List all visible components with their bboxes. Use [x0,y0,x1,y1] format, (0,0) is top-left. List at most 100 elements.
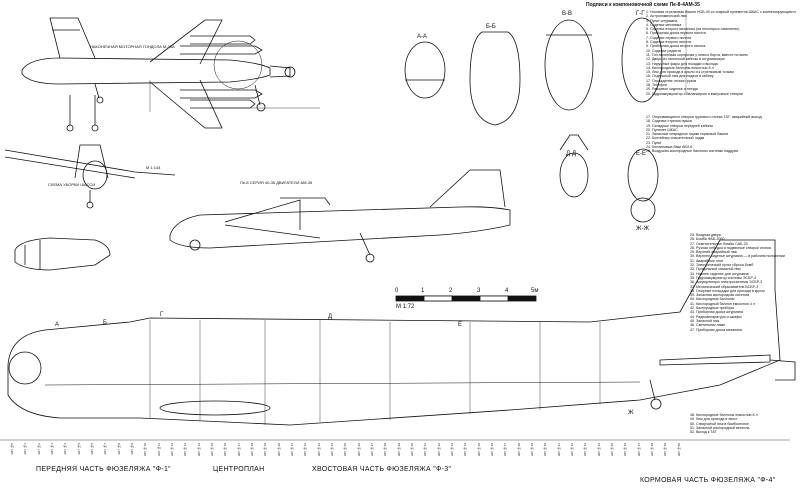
frame-number: ШП №23 [316,443,321,457]
section-label-bb: Б-Б [486,24,496,30]
legend-item: 20. Гидроаккумулятор с балансиром и выпу… [646,91,743,96]
frame-number: ШП №44 [596,443,601,457]
legend-item: 42. Кислородные приборы [690,306,735,311]
section-caption-f4: КОРМОВАЯ ЧАСТЬ ФЮЗЕЛЯЖА "Ф-4" [640,477,776,484]
legend-item: 19. Складные створки передней кабины [646,123,714,128]
frame-number: ШП №2 [36,443,41,455]
legend-item: 27. Осветительные бомбы САБ-25 [690,241,748,246]
frame-number: ШП №36 [490,443,494,457]
legend-item: 19. Ранцевое сиденье и гнезда [646,87,698,92]
section-label-zhzh: Ж-Ж [636,226,650,232]
frame-number: ШП №32 [436,443,441,457]
legend-item: 16. Отдельный люк для подачи в кабину [646,74,714,79]
legend-item: 14. Кислородные баллоны емкостью 8 л [646,65,714,70]
cut-letter-g: Г [160,312,164,318]
frame-number: ШП №19 [263,443,268,457]
scale-tick-2: 2 [449,288,453,294]
frame-number: ШП №28 [383,443,388,457]
scale-label-small: М 1:144 [146,165,161,170]
frame-number: ШП №49 [663,443,668,457]
frame-number: ШП №30 [410,443,414,457]
cut-letter-e: Е [458,322,463,328]
frame-number: ШП №42 [570,443,574,457]
front-view-caption: СХЕМА УБОРКИ ШАССИ [48,182,96,187]
legend-title: Подписи к компоновочной схеме Пе-8-4АМ-3… [586,2,700,8]
section-caption-centerplane: ЦЕНТРОПЛАН [213,466,265,473]
main-scale-label: М 1:72 [396,304,415,310]
legend-item: 17. Ограждение отсека грузов [646,78,697,83]
legend-item: 38. Опорные площадки для прохода в крыло [690,288,766,293]
frame-number: ШП №25 [343,443,348,457]
frame-number: ШП №7 [103,443,108,455]
side-view-note: Пе-8 СЕРИЯ 40-35 ДВИГАТЕЛИ АМ-35 [240,180,313,185]
legend-group-1: 1. Носовая стрелковая башня НОБ-40 со сп… [646,10,796,96]
section-caption-f3: ХВОСТОВАЯ ЧАСТЬ ФЮЗЕЛЯЖА "Ф-3" [312,466,452,473]
legend-item: 52. Выход к ТАТ [690,430,717,435]
legend-item: 50. Створчатый люк в бомбоотсеке [690,421,749,426]
frame-number: ШП №11 [156,443,161,456]
legend-item: 41. Кислородный баллон емкостью 4 л [690,301,755,306]
scale-tick-4: 4 [505,288,509,294]
section-caption-f1: ПЕРЕДНЯЯ ЧАСТЬ ФЮЗЕЛЯЖА "Ф-1" [36,466,171,473]
frame-number: ШП №3 [50,443,54,455]
frame-number: ШП №22 [303,443,308,457]
frame-number: ШП №40 [543,443,548,457]
frame-number: ШП №38 [516,443,521,457]
section-label-dd: Д-Д [566,151,576,157]
frame-number: ШП №16 [223,443,228,457]
legend-item: 7. Сиденье первого пилота [646,35,692,40]
legend-item: 33. Продольный запасной люк [690,267,741,272]
legend-item: 35. Гидроаккумулятор системы ЭСБР-3 [690,275,757,280]
legend-item: 25. Воздушно-кислородные баллоны системы… [646,149,738,154]
legend-item: 34. Нижнее сиденье для штурмана [690,271,749,276]
legend-item: 12. Дверь из пилотской кабины в штурманс… [646,57,725,62]
scale-bar [395,295,537,302]
frame-number: ШП №27 [370,443,374,457]
frame-number: ШП №15 [210,443,214,457]
legend-item: 18. Телефон [646,83,667,88]
section-label-vv: В-В [562,11,572,17]
legend-item: 31. Аварийные огни [690,258,724,263]
frame-number: ШП №21 [290,443,294,457]
frame-number: ШП №33 [450,443,454,457]
frame-number: ШП №18 [250,443,254,457]
cross-sections [404,17,663,223]
scale-tick-1: 1 [421,288,425,294]
legend-item: 18. Сиденье стрелка пушки [646,119,692,124]
frame-number: ШП №4 [63,443,68,455]
frame-number: ШП №14 [196,443,201,457]
main-cutaway-fuselage [0,239,796,441]
legend-item: 49. Люк для прохода в хвост [690,417,738,422]
legend-item: 51. Запасной кислородный вентиль [690,425,750,430]
side-view-aircraft [169,169,511,263]
legend-item: 28. Ручная лебедка и подвесные створки о… [690,245,771,250]
legend-item: 6. Приборная доска первого пилота [646,31,706,36]
frame-number: ШП №8 [116,443,121,455]
frame-number: ШП №29 [396,443,401,457]
top-view-aircraft [21,17,320,129]
scale-tick-3: 3 [477,288,481,294]
cut-letter-d: Д [328,314,333,320]
scale-tick-5: 5м [531,288,539,294]
legend-item: 17. Открывающиеся створки грузового отсе… [646,115,762,119]
legend-item: 37. Механический сбрасыватель ВСБР-3 [690,284,759,289]
scale-tick-0: 0 [395,288,399,294]
legend-item: 13. Наружные фары для посадки и выхода [646,61,718,66]
legend-item: 47. Приборная доска механика [690,327,742,332]
frame-number: ШП №10 [143,443,148,457]
legend-item: 2. Астрономический люк [646,14,687,19]
legend-item: 4. Сиденье механика [646,22,682,27]
frame-number: ШП №34 [463,443,468,457]
legend-item: 25. Входная дверь [690,233,721,237]
legend-item: 46. Светильник ламп [690,323,726,328]
legend-item: 40. Кислородные баллоны [690,297,735,302]
frame-number: ШП №1 [23,443,28,455]
legend-item: 21. Запасные снарядные ящики кормовой ба… [646,132,729,137]
legend-group-2: 17. Открывающиеся створки грузового отсе… [646,115,796,154]
front-view-aircraft [4,144,176,209]
frame-number: ШП №50 [676,443,681,457]
